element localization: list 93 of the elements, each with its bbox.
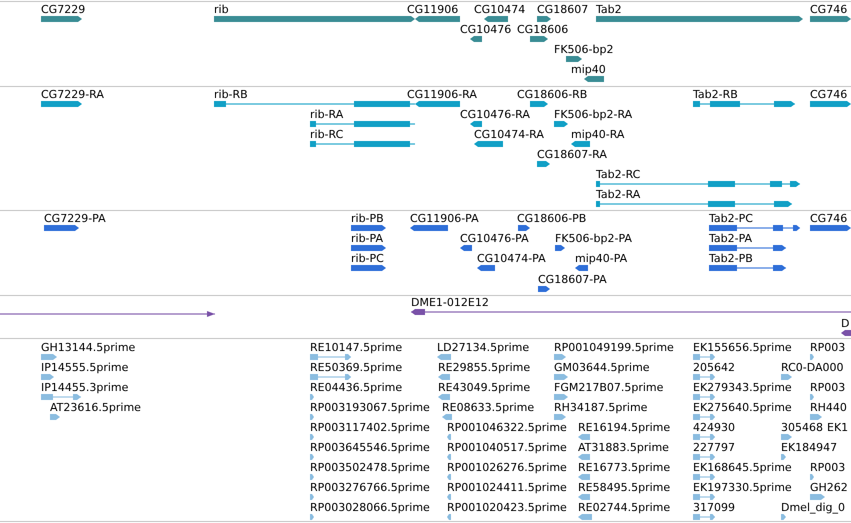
feature-label: CG746	[810, 212, 848, 225]
feature-label: CG10476-PA	[460, 232, 529, 245]
feature-label: EK279343.5prime	[693, 381, 792, 394]
feature-label: AT23616.5prime	[50, 401, 141, 414]
feature-label: CG11906-PA	[410, 212, 479, 225]
feature-label: CG746	[810, 88, 848, 101]
feature-label: Tab2	[596, 3, 622, 16]
feature-label: RP003	[810, 341, 846, 354]
feature-label: RH34187.5prime	[554, 401, 648, 414]
feature-label: EK275640.5prime	[693, 401, 792, 414]
feature-label: 227797	[693, 441, 735, 454]
feature-label: mip40-PA	[575, 252, 628, 265]
feature-label: 305468	[781, 421, 823, 434]
feature-label: CG11906	[407, 3, 458, 16]
feature-label: RP003	[810, 461, 846, 474]
feature-label: RE29855.5prime	[438, 361, 530, 374]
feature-label: mip40	[571, 63, 606, 76]
feature-label: RP001026276.5prime	[447, 461, 567, 474]
feature-label: CG18607-RA	[537, 148, 607, 161]
feature-label: RE50369.5prime	[310, 361, 402, 374]
feature-label: EK197330.5prime	[693, 481, 792, 494]
feature-label: rib-RB	[214, 88, 248, 101]
feature-label: IP14555.5prime	[41, 361, 128, 374]
feature-label: RE58495.5prime	[578, 481, 670, 494]
feature-label: FGM217B07.5prime	[554, 381, 664, 394]
feature-label: RE16773.5prime	[578, 461, 670, 474]
feature-label: RP001040517.5prime	[447, 441, 567, 454]
feature-label: LD27134.5prime	[437, 341, 530, 354]
feature-label: Tab2-PA	[709, 232, 752, 245]
feature-label: rib-PA	[351, 232, 383, 245]
feature-label: GH262	[810, 481, 848, 494]
feature-label: mip40-RA	[571, 128, 624, 141]
feature-label: CG10474-PA	[477, 252, 546, 265]
feature-label: Tab2-RC	[596, 168, 640, 181]
feature-label: CG7229	[41, 3, 86, 16]
feature-label: EK168645.5prime	[693, 461, 792, 474]
feature-label: Tab2-RA	[596, 188, 640, 201]
feature-label: 424930	[693, 421, 735, 434]
feature-label: CG18606	[517, 23, 568, 36]
feature-label: RP003193067.5prime	[310, 401, 430, 414]
feature-label: rib-RA	[310, 108, 344, 121]
feature-label: RP003028066.5prime	[310, 501, 430, 514]
feature-label: CG10476-RA	[460, 108, 530, 121]
feature-label: RP003	[810, 381, 846, 394]
feature-label: RH440	[810, 401, 847, 414]
feature-label: RP003276766.5prime	[310, 481, 430, 494]
feature-label: RP001020423.5prime	[447, 501, 567, 514]
feature-label: GM03644.5prime	[554, 361, 650, 374]
feature-label: rib	[214, 3, 229, 16]
feature-label: AT31883.5prime	[578, 441, 669, 454]
feature-label: rib-PC	[351, 252, 384, 265]
feature-label: CG10474	[474, 3, 526, 16]
feature-label: CG10474-RA	[474, 128, 544, 141]
feature-label: EK155656.5prime	[693, 341, 792, 354]
feature-label: FK506-bp2-RA	[554, 108, 632, 121]
feature-label: EK1	[827, 421, 848, 434]
feature-label: RP001046322.5prime	[447, 421, 567, 434]
feature-label: CG18607	[537, 3, 588, 16]
feature-label: RE16194.5prime	[578, 421, 670, 434]
feature-label: RP003645546.5prime	[310, 441, 430, 454]
feature-label: EK184947	[781, 441, 838, 454]
feature-label: rib-PB	[351, 212, 384, 225]
feature-label: CG11906-RA	[407, 88, 477, 101]
feature-label: CG18606-PB	[517, 212, 586, 225]
feature-label: RE04436.5prime	[310, 381, 402, 394]
feature-label: Tab2-RB	[693, 88, 738, 101]
feature-label: GH13144.5prime	[41, 341, 136, 354]
feature-label: CG746	[810, 3, 848, 16]
feature-label: IP14455.3prime	[41, 381, 128, 394]
feature-label: RP003117402.5prime	[310, 421, 430, 434]
feature-label: FK506-bp2	[554, 43, 614, 56]
feature-label: RE02744.5prime	[578, 501, 670, 514]
feature-label: RP003502478.5prime	[310, 461, 430, 474]
feature-label: CG7229-RA	[41, 88, 104, 101]
feature-label: FK506-bp2-PA	[555, 232, 632, 245]
feature-label: RC0-DA000	[781, 361, 844, 374]
feature-label: 317099	[693, 501, 735, 514]
feature-label: RP001049199.5prime	[554, 341, 674, 354]
feature-label: RE43049.5prime	[438, 381, 530, 394]
feature-label: Tab2-PC	[709, 212, 753, 225]
feature-label: RE08633.5prime	[442, 401, 534, 414]
feature-label: CG7229-PA	[44, 212, 106, 225]
feature-label: Dmel_dig_0	[781, 501, 846, 514]
feature-label: CG18606-RB	[517, 88, 588, 101]
feature-label: 205642	[693, 361, 735, 374]
feature-label: Tab2-PB	[709, 252, 753, 265]
feature-label: CG10476	[460, 23, 512, 36]
feature-label: rib-RC	[310, 128, 344, 141]
feature-label: RE10147.5prime	[310, 341, 402, 354]
feature-label: CG18607-PA	[538, 273, 607, 286]
feature-label: D	[841, 317, 850, 330]
feature-label: RP001024411.5prime	[447, 481, 567, 494]
feature-label: DME1-012E12	[411, 296, 489, 309]
